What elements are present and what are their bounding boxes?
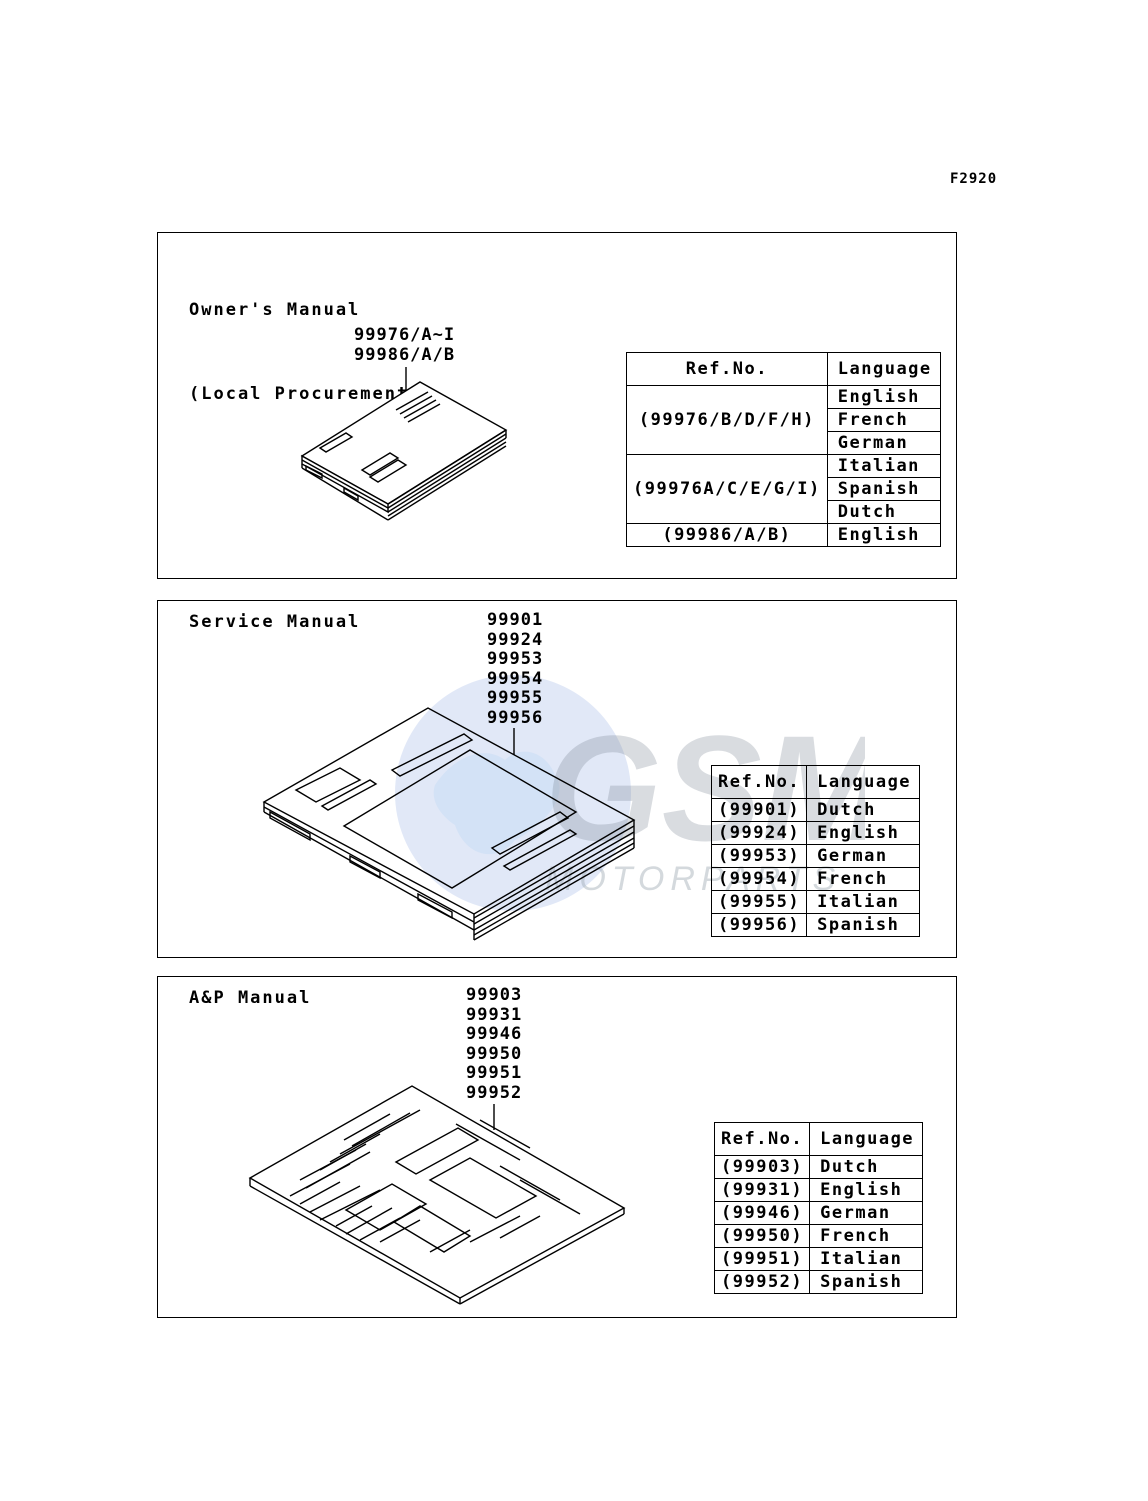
language-cell: German — [826, 431, 941, 455]
language-cell: Italian — [809, 1247, 924, 1271]
language-cell: Spanish — [806, 913, 921, 937]
owners-part-numbers: 99976/A~I 99986/A/B — [354, 325, 456, 365]
ref-no-cell: (99976A/C/E/G/I) — [626, 454, 828, 524]
ref-no-cell: (99901) — [710, 798, 808, 822]
part-number: 99954 — [487, 668, 544, 689]
ref-no-cell: (99956) — [710, 913, 808, 937]
owners-ref-table: Ref.No. Language (99976/B/D/F/H) English… — [626, 352, 941, 547]
part-number: 99950 — [466, 1043, 523, 1064]
owners-manual-title: Owner's Manual (Local Procurement) — [189, 240, 421, 436]
language-cell: Spanish — [826, 477, 941, 501]
part-number: 99956 — [487, 707, 544, 728]
ref-no-cell: (99950) — [713, 1224, 811, 1248]
part-number: 99976/A~I — [354, 325, 456, 345]
part-number: 99955 — [487, 688, 544, 708]
service-ref-table: Ref.No. Language (99901)Dutch (99924)Eng… — [710, 765, 921, 937]
part-number: 99946 — [466, 1024, 523, 1044]
part-number: 99901 — [487, 610, 544, 630]
ref-no-cell: (99976/B/D/F/H) — [626, 385, 828, 455]
ap-manual-title: A&P Manual — [189, 988, 312, 1008]
ap-ref-table: Ref.No. Language (99903)Dutch (99931)Eng… — [713, 1122, 924, 1294]
service-manual-title: Service Manual — [189, 612, 361, 632]
language-cell: Spanish — [809, 1270, 924, 1294]
language-cell: Italian — [826, 454, 941, 478]
language-cell: French — [809, 1224, 924, 1248]
ref-no-header: Ref.No. — [710, 765, 808, 799]
ap-part-numbers: 99903 99931 99946 99950 99951 99952 — [466, 985, 523, 1103]
ref-no-cell: (99954) — [710, 867, 808, 891]
language-cell: English — [809, 1178, 924, 1202]
ref-no-cell: (99955) — [710, 890, 808, 914]
language-cell: French — [806, 867, 921, 891]
language-header: Language — [806, 765, 921, 799]
service-part-numbers: 99901 99924 99953 99954 99955 99956 — [487, 610, 544, 728]
language-cell: Dutch — [809, 1155, 924, 1179]
ref-no-header: Ref.No. — [626, 352, 828, 386]
language-header: Language — [809, 1122, 924, 1156]
part-number: 99924 — [487, 629, 544, 650]
part-number: 99903 — [466, 985, 523, 1005]
ref-no-cell: (99946) — [713, 1201, 811, 1225]
part-number: 99931 — [466, 1004, 523, 1025]
ref-no-cell: (99952) — [713, 1270, 811, 1294]
language-cell: German — [806, 844, 921, 868]
owners-title-line1: Owner's Manual — [189, 300, 361, 320]
owners-title-line2: (Local Procurement) — [189, 384, 422, 404]
ref-no-cell: (99986/A/B) — [626, 523, 828, 547]
part-number: 99951 — [466, 1063, 523, 1083]
language-cell: English — [826, 385, 941, 409]
ref-no-header: Ref.No. — [713, 1122, 811, 1156]
part-number: 99986/A/B — [354, 344, 456, 365]
ref-no-cell: (99951) — [713, 1247, 811, 1271]
language-cell: German — [809, 1201, 924, 1225]
part-number: 99952 — [466, 1082, 523, 1103]
figure-id: F2920 — [950, 171, 998, 187]
part-number: 99953 — [487, 649, 544, 669]
ref-no-cell: (99931) — [713, 1178, 811, 1202]
language-cell: Dutch — [826, 500, 941, 524]
language-cell: French — [826, 408, 941, 432]
language-cell: English — [826, 523, 941, 547]
ref-no-cell: (99903) — [713, 1155, 811, 1179]
ref-no-cell: (99924) — [710, 821, 808, 845]
